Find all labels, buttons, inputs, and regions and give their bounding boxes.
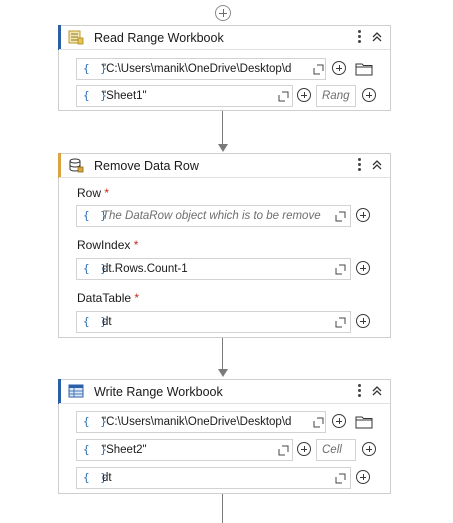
- workbook-path-value: "C:\Users\manik\OneDrive\Desktop\d: [102, 63, 292, 75]
- range-placeholder: Rang: [322, 90, 350, 102]
- more-options-icon[interactable]: [356, 157, 362, 173]
- sequence-connector: [222, 494, 223, 523]
- expression-braces-icon: { }: [83, 262, 109, 275]
- rowindex-value: dt.Rows.Count-1: [102, 263, 188, 275]
- rowindex-input[interactable]: { } dt.Rows.Count-1: [76, 258, 351, 280]
- property-label-rowindex: RowIndex *: [77, 238, 138, 252]
- sheet-name-input[interactable]: { } "Sheet2": [76, 439, 293, 461]
- activity-header[interactable]: Remove Data Row: [59, 154, 390, 178]
- add-variable-icon[interactable]: [332, 61, 346, 75]
- activity-title: Remove Data Row: [94, 159, 199, 173]
- collapse-icon[interactable]: [370, 384, 384, 398]
- sheet-name-row: { } "Sheet2" Cell: [76, 439, 386, 461]
- expression-braces-icon: { }: [83, 315, 109, 328]
- sheet-name-value: "Sheet2": [102, 444, 147, 456]
- row-property-row: { } The DataRow object which is to be re…: [76, 205, 376, 227]
- datatable-row: { } dt: [76, 467, 376, 489]
- add-variable-icon[interactable]: [362, 442, 376, 456]
- add-variable-icon[interactable]: [356, 470, 370, 484]
- start-cell-input[interactable]: Cell: [316, 439, 356, 461]
- label-text: RowIndex: [77, 238, 131, 252]
- expand-editor-icon[interactable]: [335, 473, 346, 484]
- activity-accent-bar: [58, 379, 61, 404]
- range-input[interactable]: Rang: [316, 85, 356, 107]
- sheet-name-row: { } "Sheet1" Rang: [76, 85, 386, 107]
- add-variable-icon[interactable]: [356, 208, 370, 222]
- workbook-path-input[interactable]: { } "C:\Users\manik\OneDrive\Desktop\d: [76, 58, 326, 80]
- activity-header[interactable]: Read Range Workbook: [59, 26, 390, 50]
- datatable-input[interactable]: { } dt: [76, 467, 351, 489]
- sequence-connector: [222, 111, 223, 144]
- row-placeholder: The DataRow object which is to be remove: [102, 210, 321, 222]
- excel-write-icon: [68, 384, 84, 398]
- expression-braces-icon: { }: [83, 471, 109, 484]
- collapse-icon[interactable]: [370, 30, 384, 44]
- expression-braces-icon: { }: [83, 89, 109, 102]
- workbook-path-row: { } "C:\Users\manik\OneDrive\Desktop\d: [76, 58, 386, 80]
- workbook-path-row: { } "C:\Users\manik\OneDrive\Desktop\d: [76, 411, 386, 433]
- datatable-value: dt: [102, 316, 112, 328]
- expand-editor-icon[interactable]: [313, 64, 324, 75]
- datatable-input[interactable]: { } dt: [76, 311, 351, 333]
- start-cell-placeholder: Cell: [322, 444, 342, 456]
- expand-editor-icon[interactable]: [335, 317, 346, 328]
- datatable-value: dt: [102, 472, 112, 484]
- workbook-path-value: "C:\Users\manik\OneDrive\Desktop\d: [102, 416, 292, 428]
- add-variable-icon[interactable]: [297, 88, 311, 102]
- add-variable-icon[interactable]: [332, 414, 346, 428]
- excel-read-icon: [68, 30, 84, 45]
- more-options-icon[interactable]: [356, 29, 362, 45]
- connector-arrow-icon: [218, 369, 228, 377]
- activity-accent-bar: [58, 25, 61, 50]
- database-remove-icon: [69, 158, 84, 173]
- sheet-name-input[interactable]: { } "Sheet1": [76, 85, 293, 107]
- activity-write-range-workbook[interactable]: Write Range Workbook { } "C:\Users\manik…: [58, 379, 391, 494]
- row-input[interactable]: { } The DataRow object which is to be re…: [76, 205, 351, 227]
- expression-braces-icon: { }: [83, 62, 109, 75]
- activity-title: Read Range Workbook: [94, 31, 224, 45]
- collapse-icon[interactable]: [370, 158, 384, 172]
- required-marker: *: [104, 186, 110, 200]
- label-text: Row: [77, 186, 102, 200]
- sheet-name-value: "Sheet1": [102, 90, 147, 102]
- add-variable-icon[interactable]: [297, 442, 311, 456]
- expression-braces-icon: { }: [83, 443, 109, 456]
- activity-header[interactable]: Write Range Workbook: [59, 380, 390, 404]
- activity-remove-data-row[interactable]: Remove Data Row Row * { } The DataRow ob…: [58, 153, 391, 338]
- label-text: DataTable: [77, 291, 132, 305]
- activity-accent-bar: [58, 153, 61, 178]
- add-activity-icon[interactable]: [215, 5, 231, 21]
- expression-braces-icon: { }: [83, 209, 109, 222]
- folder-browse-icon[interactable]: [355, 62, 373, 76]
- expand-editor-icon[interactable]: [335, 264, 346, 275]
- required-marker: *: [134, 291, 140, 305]
- sequence-connector: [222, 338, 223, 369]
- rowindex-property-row: { } dt.Rows.Count-1: [76, 258, 376, 280]
- datatable-property-row: { } dt: [76, 311, 376, 333]
- workbook-path-input[interactable]: { } "C:\Users\manik\OneDrive\Desktop\d: [76, 411, 326, 433]
- expand-editor-icon[interactable]: [278, 445, 289, 456]
- expression-braces-icon: { }: [83, 415, 109, 428]
- expand-editor-icon[interactable]: [278, 91, 289, 102]
- activity-read-range-workbook[interactable]: Read Range Workbook { } "C:\Users\manik\…: [58, 25, 391, 111]
- add-variable-icon[interactable]: [362, 88, 376, 102]
- property-label-row: Row *: [77, 186, 109, 200]
- property-label-datatable: DataTable *: [77, 291, 139, 305]
- activity-title: Write Range Workbook: [94, 385, 223, 399]
- expand-editor-icon[interactable]: [335, 211, 346, 222]
- add-variable-icon[interactable]: [356, 314, 370, 328]
- required-marker: *: [133, 238, 139, 252]
- add-variable-icon[interactable]: [356, 261, 370, 275]
- folder-browse-icon[interactable]: [355, 415, 373, 429]
- expand-editor-icon[interactable]: [313, 417, 324, 428]
- more-options-icon[interactable]: [356, 383, 362, 399]
- connector-arrow-icon: [218, 144, 228, 152]
